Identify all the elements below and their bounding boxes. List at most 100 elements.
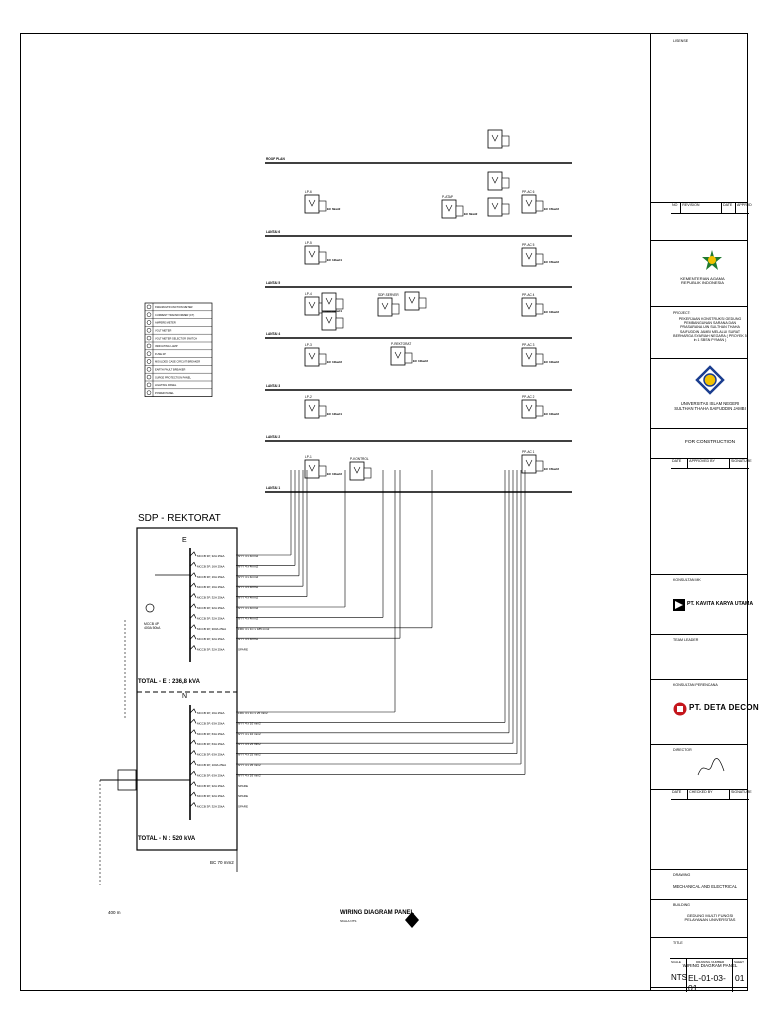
floor-label: LANTAI 4 <box>266 332 280 336</box>
panel-label: LP-3 <box>305 343 312 347</box>
panel-label: PP-AC 3 <box>522 343 535 347</box>
feeder-mccb-label: MCCB 3P, 16A 25kA <box>197 575 224 579</box>
legend-table: KWH/MULTIFUNCTION METER CURRENT TRANSFORM… <box>144 302 213 397</box>
legend-item: KWH/MULTIFUNCTION METER <box>155 305 193 309</box>
sheet-col: SHEET 01 <box>732 959 748 992</box>
sheet-title: WIRING DIAGRAM PANEL <box>682 963 738 968</box>
panel-box <box>349 461 365 481</box>
floor-label: LANTAI 5 <box>266 281 280 285</box>
feeder-mccb-label: MCCB 3P, 16A 25kA <box>197 585 224 589</box>
sdp-frame <box>136 527 238 851</box>
feeder-mccb-label: MCCB 3P, 16A 25kA <box>197 711 224 715</box>
panel-box <box>304 245 320 265</box>
panel-box <box>321 311 337 331</box>
feeder-cable-label: NYY 4 x 4mm2 <box>238 606 258 610</box>
panel-side-box <box>318 465 327 477</box>
mccb-symbol-icon <box>189 781 197 787</box>
designer-name: PT. DETA DECON <box>689 703 759 712</box>
phase-e-label: E <box>182 537 187 544</box>
mccb-symbol-icon <box>189 645 197 650</box>
feeder-cable-label: FRC 4 x 1C x 25 mm2 <box>238 711 268 715</box>
drawing-number-value: EL-01-03-01 <box>688 973 726 993</box>
breaker-symbol <box>325 297 333 305</box>
panel-box <box>521 454 537 474</box>
panel-side-box <box>318 200 327 212</box>
breaker-symbol <box>525 302 533 310</box>
revision-header-row: NO REVISION DATE APPRVD <box>671 203 752 214</box>
university-cell: UNIVERSITAS ISLAM NEGERI SULTHAN THAHA S… <box>651 359 748 429</box>
feeder-cable-label: NYY 4 x 4mm2 <box>238 575 258 579</box>
panel-box <box>404 291 420 311</box>
breaker-symbol <box>325 316 333 324</box>
panel-load-label: EC 12kwt1 <box>327 412 342 416</box>
discipline-cell: DRAWING MECHANICAL AND ELECTRICAL <box>651 870 748 900</box>
feeder-cable-label: SPARE <box>238 794 248 798</box>
status-cell: FOR CONSTRUCTION <box>651 429 748 459</box>
mccb-symbol-icon <box>189 582 197 588</box>
breaker-symbol <box>491 134 499 142</box>
consultant-cell: KONSULTAN MK PT. KAVITA KARYA UTAMA <box>651 575 753 635</box>
panel-box <box>487 197 503 217</box>
legend-symbol-icon <box>146 390 152 395</box>
feeder-cable-label: SPARE <box>238 648 248 652</box>
feeder-cable-label: NYY 4 x 25 mm2 <box>238 742 261 746</box>
legend-symbol-icon <box>146 359 152 364</box>
main-cable-label: BC 70 mm2 <box>210 860 234 865</box>
panel-box <box>521 297 537 317</box>
legend-item: FUSE 2P <box>155 352 166 356</box>
mccb-symbol-icon <box>189 718 197 724</box>
license-cell: LISENSE <box>651 33 748 203</box>
title-label: TITLE <box>673 941 683 945</box>
panel-side-box <box>318 251 327 263</box>
project-label: PROJECT: <box>673 311 691 315</box>
breaker-symbol <box>491 202 499 210</box>
building-name: GEDUNG MULTI FUNGSI PELAYANAN UNIVERSITA… <box>684 913 736 923</box>
panel-label: SDP-SERVER <box>378 293 399 297</box>
panel-load-label: EC 10kwt2 <box>327 360 342 364</box>
panel-label: LP-4 <box>305 292 312 296</box>
panel-side-box <box>501 135 510 147</box>
drawing-title: WIRING DIAGRAM PANEL <box>340 910 415 916</box>
panel-side-box <box>404 352 413 364</box>
approval-header-row: DATE APPROVED BY SIGNATURE <box>671 459 752 469</box>
panel-box <box>304 296 320 316</box>
legend-item: POWER PANEL <box>155 391 174 395</box>
mccb-symbol-icon <box>189 739 197 745</box>
kavita-logo-icon <box>673 599 685 611</box>
panel-side-box <box>455 205 464 217</box>
feeder-cable-label: NYY 4 x 4mm2 <box>238 564 258 568</box>
panel-box <box>304 194 320 214</box>
mccb-symbol-icon <box>189 551 197 557</box>
building-label: BUILDING <box>673 903 690 907</box>
drawing-number-col: DRAWING NUMBER EL-01-03-01 <box>686 959 733 993</box>
panel-load-label: EC 15kwt2 <box>544 207 559 211</box>
ministry-cell: KEMENTERIAN AGAMA REPUBLIK INDONESIA <box>651 241 748 307</box>
discipline-name: MECHANICAL AND ELECTRICAL <box>673 884 738 889</box>
panel-box <box>487 129 503 149</box>
legend-item: EARTH FAULT BREAKER <box>155 368 186 372</box>
feeder-cable-label: SPARE <box>238 805 248 809</box>
dimension-note: 400 m <box>108 910 121 915</box>
mccb-symbol-icon <box>189 624 197 630</box>
breaker-symbol <box>308 199 316 207</box>
legend-symbol-icon <box>146 343 152 349</box>
mccb-symbol-icon <box>189 770 197 776</box>
consultant-label: KONSULTAN MK <box>673 578 701 582</box>
panel-side-box <box>335 298 344 310</box>
legend-item: CURRENT TRANSFORMER (CT) <box>155 313 194 317</box>
panel-box <box>390 346 406 366</box>
feeder-cable-label: NYY 4 x 16 mm2 <box>238 773 261 777</box>
legend-symbol-icon <box>146 328 152 333</box>
rev-col-no: NO <box>671 203 682 213</box>
feeder-mccb-label: MCCB 3P, 32A 25kA <box>197 606 224 610</box>
director-cell: DIRECTOR <box>651 745 748 790</box>
rev-col-apprvd: APPRVD <box>737 203 752 207</box>
panel-box <box>487 171 503 191</box>
feeder-mccb-label: MCCB 3P, 300A 25kA <box>197 627 226 631</box>
legend-symbol-icon <box>146 335 152 341</box>
panel-load-label: EC 6kwt2 <box>327 207 341 211</box>
panel-label: P-ATAP <box>442 195 453 199</box>
mccb-symbol-icon <box>189 760 197 766</box>
